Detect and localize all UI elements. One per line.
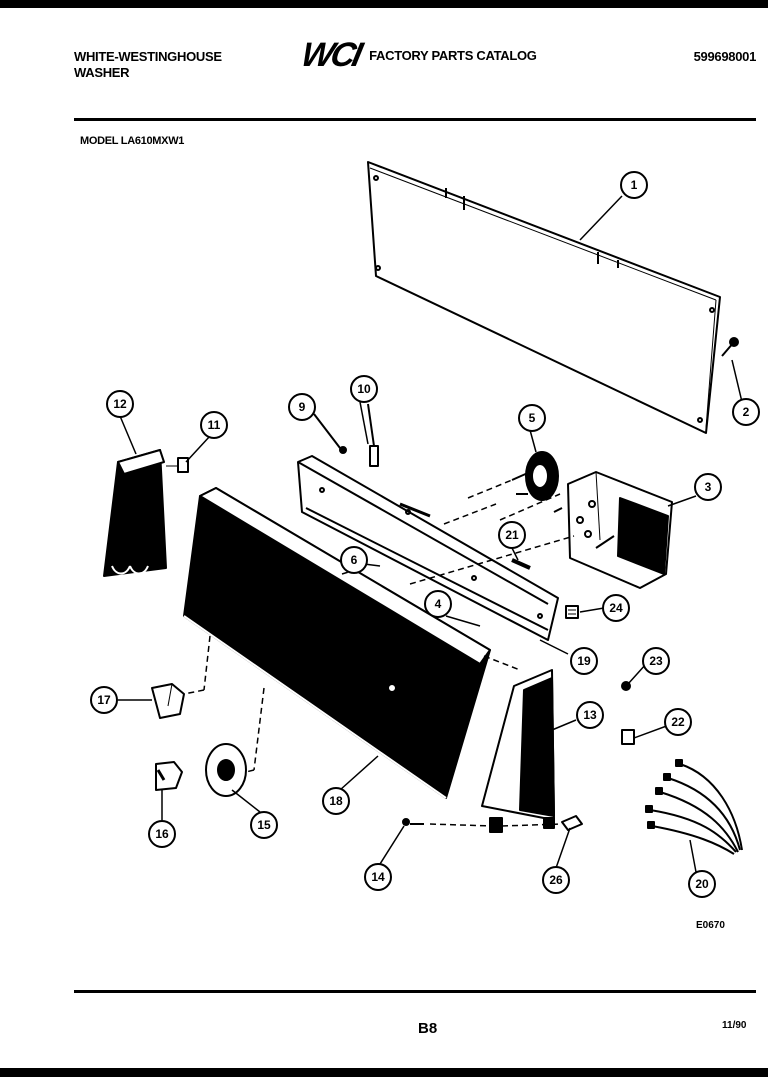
callout-5: 5 — [518, 404, 546, 432]
back-panel-part — [367, 161, 721, 434]
catalog-header: WCI FACTORY PARTS CATALOG — [298, 36, 537, 74]
callout-10: 10 — [350, 375, 378, 403]
bracket-part-22 — [621, 681, 635, 745]
svg-text:14: 14 — [371, 870, 385, 884]
wire-harness-part — [645, 759, 743, 855]
svg-text:6: 6 — [351, 553, 358, 567]
callout-24: 24 — [602, 594, 630, 622]
page-number: B8 — [418, 1020, 438, 1037]
callout-23: 23 — [642, 647, 670, 675]
svg-text:1: 1 — [631, 178, 638, 192]
svg-text:10: 10 — [357, 382, 371, 396]
callout-2: 2 — [732, 398, 760, 426]
svg-text:21: 21 — [505, 528, 519, 542]
leader-lines — [118, 195, 743, 873]
document-number: 599698001 — [693, 49, 757, 64]
callout-17: 17 — [90, 686, 118, 714]
svg-text:12: 12 — [113, 397, 127, 411]
svg-text:19: 19 — [577, 654, 591, 668]
product-type: WASHER — [74, 65, 130, 80]
knob-part-16 — [155, 761, 183, 791]
callout-19: 19 — [570, 647, 598, 675]
callout-18: 18 — [322, 787, 350, 815]
page-date: 11/90 — [722, 1020, 747, 1031]
end-cap-left-part — [103, 449, 167, 577]
callout-21: 21 — [498, 521, 526, 549]
svg-text:22: 22 — [671, 715, 685, 729]
drawing-code: E0670 — [696, 920, 725, 931]
part-callouts: 1 2 3 4 5 6 9 10 11 12 13 14 15 16 17 18… — [90, 171, 760, 898]
brand-name: WHITE-WESTINGHOUSE — [74, 49, 222, 64]
callout-3: 3 — [694, 473, 722, 501]
clip-part-26 — [561, 815, 583, 831]
svg-text:20: 20 — [695, 877, 709, 891]
model-number: MODEL LA610MXW1 — [80, 135, 185, 147]
svg-text:15: 15 — [257, 818, 271, 832]
callout-15: 15 — [250, 811, 278, 839]
clip-part-11 — [166, 457, 189, 473]
svg-text:4: 4 — [435, 597, 442, 611]
header-rule — [74, 118, 756, 121]
brand-header: WHITE-WESTINGHOUSE WASHER — [74, 49, 222, 81]
control-panel-rail-part — [297, 455, 559, 641]
catalog-title: FACTORY PARTS CATALOG — [369, 47, 537, 63]
callout-4: 4 — [424, 590, 452, 618]
screw-part — [721, 337, 739, 357]
svg-text:13: 13 — [583, 708, 597, 722]
callout-20: 20 — [688, 870, 716, 898]
callout-11: 11 — [200, 411, 228, 439]
svg-text:11: 11 — [208, 418, 221, 432]
callout-26: 26 — [542, 866, 570, 894]
svg-text:9: 9 — [299, 400, 306, 414]
knob-part — [151, 683, 185, 719]
dial-part — [205, 743, 247, 797]
bracket-part — [511, 558, 531, 570]
timer-part — [553, 471, 673, 589]
svg-text:18: 18 — [329, 794, 343, 808]
screw-part-14 — [402, 818, 424, 826]
clip-part — [367, 403, 379, 467]
svg-text:26: 26 — [549, 873, 563, 887]
callout-22: 22 — [664, 708, 692, 736]
svg-text:3: 3 — [705, 480, 712, 494]
bottom-border — [0, 1068, 768, 1077]
svg-text:24: 24 — [609, 601, 623, 615]
callout-14: 14 — [364, 863, 392, 891]
svg-text:16: 16 — [155, 827, 169, 841]
top-border — [0, 0, 768, 8]
end-cap-right-part — [481, 669, 555, 833]
callout-6: 6 — [340, 546, 368, 574]
screw-part-9 — [313, 413, 347, 454]
callout-1: 1 — [620, 171, 648, 199]
svg-text:2: 2 — [743, 405, 750, 419]
callout-12: 12 — [106, 390, 134, 418]
footer-rule — [74, 990, 756, 993]
svg-text:23: 23 — [649, 654, 663, 668]
svg-text:17: 17 — [97, 693, 111, 707]
callout-9: 9 — [288, 393, 316, 421]
spring-clip-part — [565, 605, 579, 619]
console-panel-part — [183, 487, 491, 799]
callout-13: 13 — [576, 701, 604, 729]
switch-part — [511, 451, 559, 501]
callout-16: 16 — [148, 820, 176, 848]
svg-text:5: 5 — [529, 411, 536, 425]
